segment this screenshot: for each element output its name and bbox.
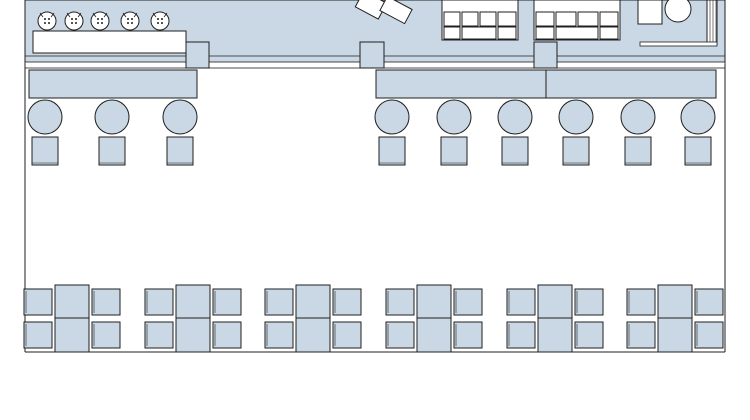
bar-stool [27, 99, 63, 166]
side-cabinet [637, 0, 663, 25]
bar-counter-left [28, 69, 198, 99]
round-table [150, 11, 170, 31]
round-table [90, 11, 110, 31]
bar-stool [680, 99, 716, 166]
table-cluster [626, 284, 724, 353]
bar-stool [162, 99, 198, 166]
table-cluster [23, 284, 121, 353]
lounge-chair-2 [379, 0, 413, 25]
round-fixture [664, 0, 692, 23]
column-1 [185, 41, 210, 69]
column-3 [533, 41, 558, 69]
bar-stool [497, 99, 533, 166]
bar-stool [620, 99, 656, 166]
table-cluster [144, 284, 242, 353]
table-cluster-group [23, 284, 724, 353]
booth-block-1 [441, 0, 519, 41]
table-cluster [506, 284, 604, 353]
bar-stool [436, 99, 472, 166]
sill-ledge [639, 41, 718, 47]
booth-block-2 [533, 0, 621, 41]
bar-counter-right-a [375, 69, 547, 99]
round-table-group [37, 11, 170, 31]
stool-group [27, 99, 716, 166]
bar-counter-right-b [545, 69, 717, 99]
column-2 [359, 41, 385, 69]
round-table [37, 11, 57, 31]
counter-top [32, 30, 187, 54]
bar-stool [558, 99, 594, 166]
bar-stool [94, 99, 130, 166]
wall-panel [706, 0, 718, 45]
round-table [64, 11, 84, 31]
round-table [120, 11, 140, 31]
table-cluster [385, 284, 483, 353]
bar-stool [374, 99, 410, 166]
table-cluster [264, 284, 362, 353]
